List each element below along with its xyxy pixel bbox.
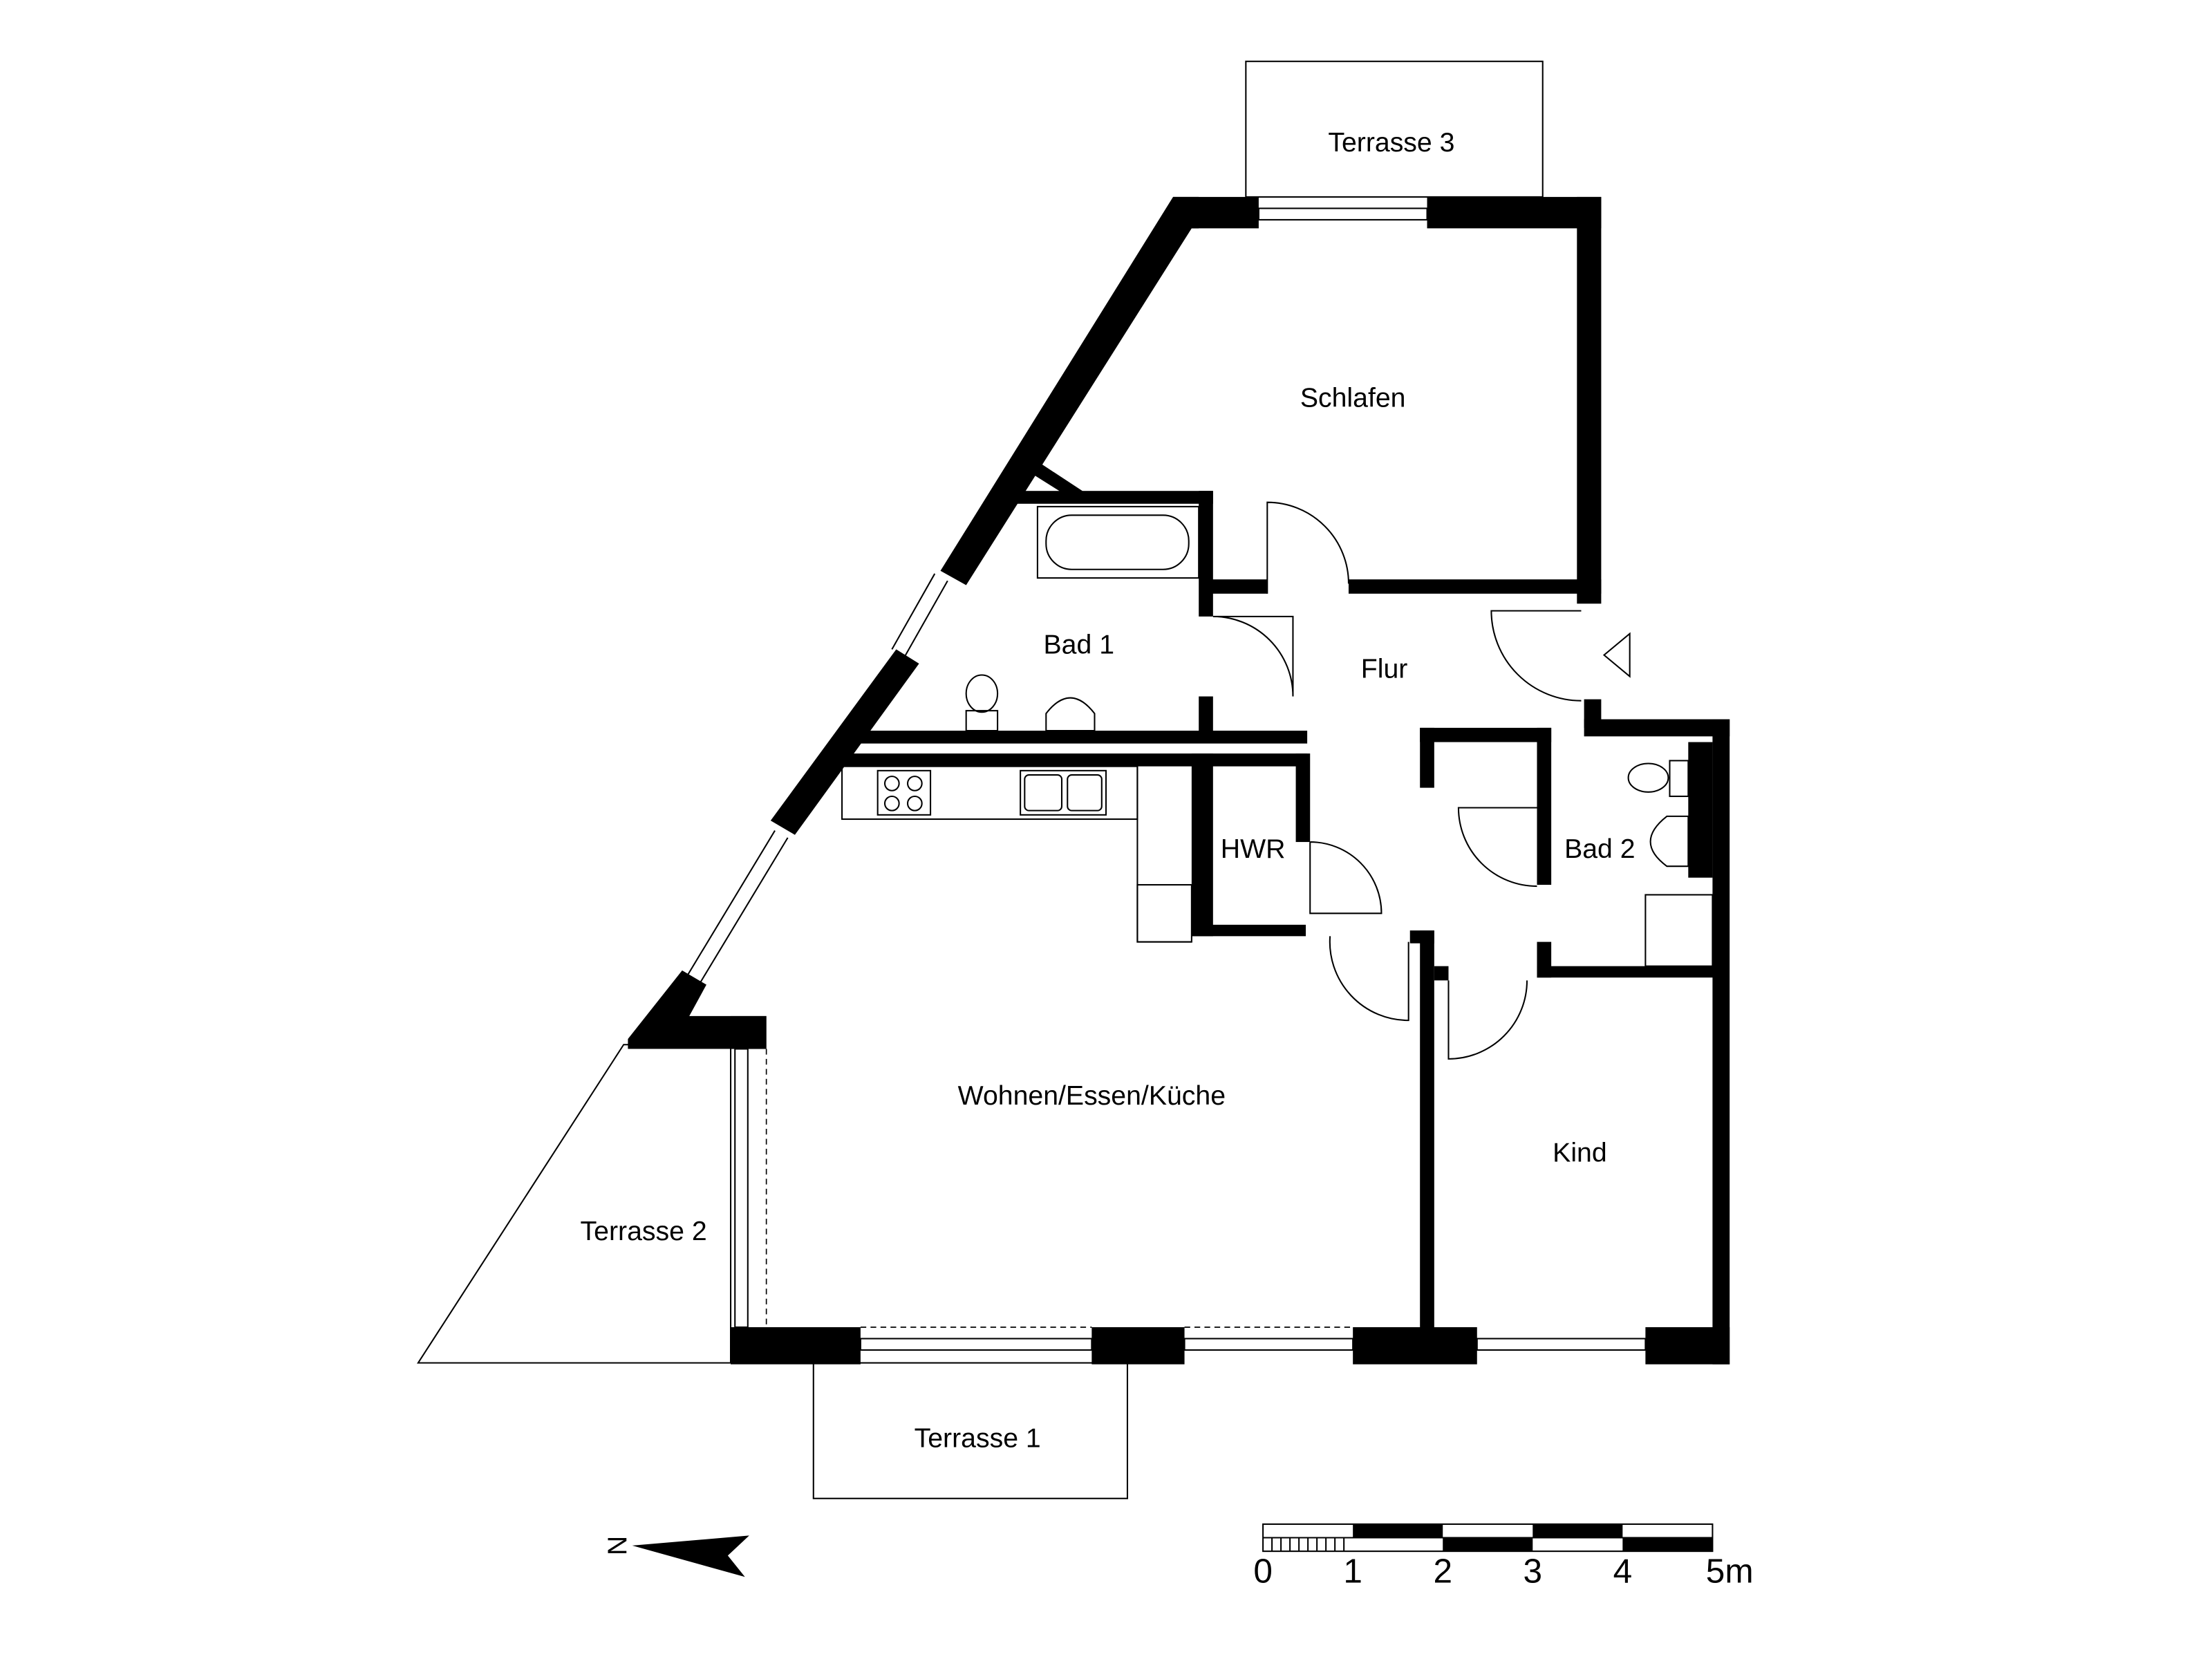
shower	[1644, 894, 1714, 967]
scale-tick-2: 2	[1433, 1553, 1452, 1591]
room-label-flur: Flur	[1361, 654, 1408, 684]
room-labels: Terrasse 3 Schlafen Bad 1 Flur HWR Bad 2…	[581, 127, 1635, 1454]
doors	[1212, 501, 1631, 1060]
walls	[628, 196, 1730, 1365]
toilet-bad2	[1669, 760, 1689, 798]
room-label-wohnen: Wohnen/Essen/Küche	[958, 1080, 1226, 1111]
north-arrow: N	[601, 1535, 749, 1577]
sink-bad1	[1045, 697, 1096, 732]
scale-tick-0: 0	[1253, 1553, 1273, 1591]
bathtub	[1036, 505, 1200, 579]
room-label-terrasse2: Terrasse 2	[581, 1216, 707, 1246]
terraces	[417, 60, 1544, 1499]
room-label-terrasse3: Terrasse 3	[1328, 127, 1454, 158]
room-label-bad1: Bad 1	[1044, 630, 1115, 660]
room-label-hwr: HWR	[1221, 834, 1286, 864]
scale-tick-5: 5m	[1706, 1553, 1754, 1591]
fixtures	[841, 505, 1714, 967]
scale-tick-1: 1	[1343, 1553, 1362, 1591]
scale-tick-4: 4	[1613, 1553, 1633, 1591]
sink-bad2	[1649, 815, 1689, 868]
room-label-kind: Kind	[1553, 1138, 1607, 1168]
room-label-terrasse1: Terrasse 1	[915, 1423, 1041, 1453]
stove	[877, 769, 932, 816]
windows	[687, 207, 1647, 1351]
room-label-schlafen: Schlafen	[1300, 382, 1406, 413]
entrance-marker	[1602, 632, 1631, 678]
north-label: N	[601, 1536, 632, 1555]
toilet-bad1	[965, 710, 999, 732]
scale-tick-3: 3	[1524, 1553, 1543, 1591]
room-label-bad2: Bad 2	[1564, 834, 1635, 864]
scale-bar: 0 1 2 3 4 5m	[1253, 1523, 1754, 1591]
kitchen-sink	[1020, 769, 1107, 816]
